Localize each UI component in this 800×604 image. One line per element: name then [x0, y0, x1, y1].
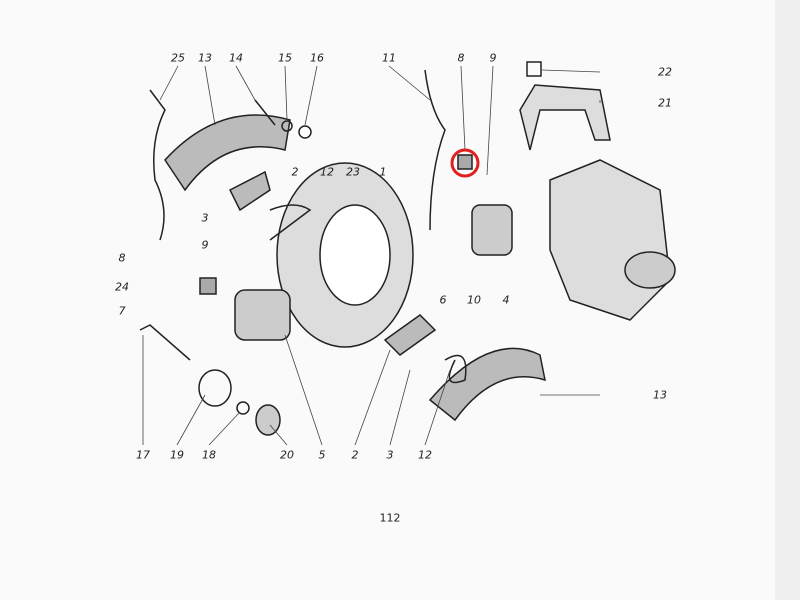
callout-24: 24: [115, 280, 129, 294]
callout-23: 23: [346, 165, 360, 179]
callout-1: 1: [379, 165, 387, 179]
callout-8-left: 8: [118, 251, 126, 265]
callout-25: 25: [171, 51, 185, 65]
callout-2-lower: 2: [351, 448, 359, 462]
wheel-cylinder-5: [234, 289, 291, 341]
knuckle-spindle: [624, 251, 676, 289]
callout-10: 10: [467, 293, 481, 307]
washer-15: [281, 120, 293, 132]
callout-9: 9: [489, 51, 497, 65]
callout-21: 21: [658, 96, 672, 110]
callout-3: 3: [201, 211, 209, 225]
callout-2: 2: [291, 165, 299, 179]
brake-hose-25: [149, 89, 166, 241]
callout-13: 13: [198, 51, 212, 65]
callout-8: 8: [457, 51, 465, 65]
callout-6: 6: [439, 293, 447, 307]
callout-5: 5: [318, 448, 326, 462]
callout-9-left: 9: [201, 238, 209, 252]
shield-2-top: [228, 170, 271, 212]
callout-19: 19: [170, 448, 184, 462]
callout-14: 14: [229, 51, 243, 65]
callout-18: 18: [202, 448, 216, 462]
callout-3-lower: 3: [386, 448, 394, 462]
callout-13-lower: 13: [653, 388, 667, 402]
nut-16: [298, 125, 312, 139]
callout-22: 22: [658, 65, 672, 79]
brake-shoe-13: [164, 114, 291, 192]
page-edge: [775, 0, 800, 600]
brake-pipe-11: [424, 69, 446, 231]
callout-12: 12: [320, 165, 334, 179]
callout-11: 11: [382, 51, 396, 65]
bracket-21: [519, 84, 611, 151]
callout-7: 7: [118, 304, 126, 318]
washer-18: [236, 401, 250, 415]
callout-17: 17: [136, 448, 150, 462]
bolt-14: [254, 99, 276, 126]
brake-plate-hole: [319, 204, 391, 306]
callout-12-lower: 12: [418, 448, 432, 462]
pin-17: [139, 324, 191, 361]
brake-shoe-13-lower: [428, 347, 546, 422]
page-number: 112: [379, 511, 401, 525]
spring-12-top: [269, 204, 312, 241]
shield-2: [383, 314, 437, 356]
callout-20: 20: [280, 448, 294, 462]
wheel-cylinder-4: [471, 204, 513, 256]
callout-15: 15: [278, 51, 292, 65]
fitting-8: [199, 277, 217, 295]
callout-16: 16: [310, 51, 324, 65]
bolt-22: [526, 61, 542, 77]
highlight-circle: [450, 148, 480, 178]
callout-4: 4: [502, 293, 510, 307]
cup-20: [255, 404, 281, 436]
spring-12: [444, 354, 467, 384]
fitting-8-top: [457, 154, 473, 170]
spring-19: [198, 369, 232, 407]
